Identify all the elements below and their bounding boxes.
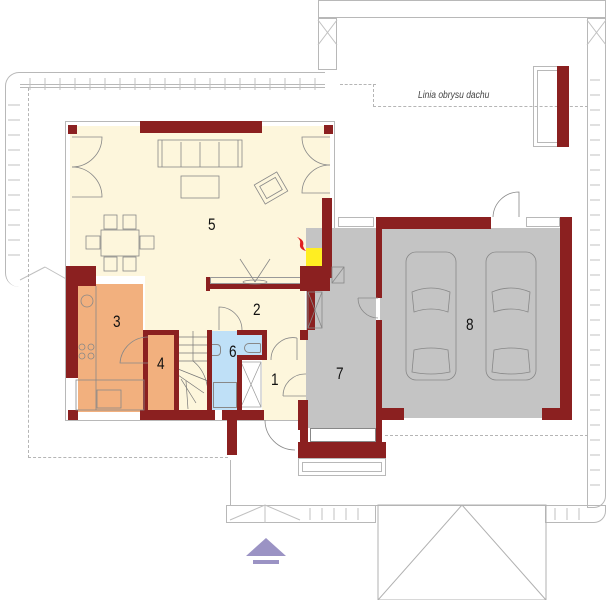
room-label-2: 2 [252, 300, 261, 319]
wall-garage-right [560, 217, 572, 419]
wall-entry-stub [227, 410, 237, 455]
room-4-floor [148, 334, 175, 412]
room-label-1: 1 [270, 370, 279, 389]
room-3-floor [78, 284, 143, 412]
wall-garage-divider-bottom [376, 320, 382, 450]
entrance-arrow-icon [246, 538, 286, 564]
room-label-3: 3 [112, 312, 121, 331]
wall-bath-top [237, 330, 267, 335]
stairs-icon [177, 331, 209, 410]
garage-window-right [526, 217, 560, 227]
entry-step [298, 458, 386, 476]
utility-counter [310, 428, 376, 442]
roof-outline-dashed-bottom-right [385, 435, 588, 438]
room-8-floor [380, 228, 560, 418]
fireplace [306, 248, 322, 266]
wall-left-kitchen [66, 266, 78, 378]
wall-kitchen-top [66, 266, 96, 286]
wall-tv-end [206, 277, 210, 291]
wall-garage-bottom-right [542, 408, 572, 420]
roof-outline-label: Linia obrysu dachu [418, 90, 490, 101]
wall-pantry-right [174, 330, 179, 412]
roof-outline-dashed-bottom [28, 457, 228, 460]
roof-outline-dashed-top [340, 84, 376, 87]
wall-bath-left [207, 330, 212, 412]
room-label-8: 8 [465, 315, 474, 334]
roof-eaves-outline-left [5, 72, 325, 287]
wall-util-bottom [298, 442, 386, 458]
wall-bath-mid [237, 355, 267, 360]
wall-util-left [307, 290, 315, 330]
entry-step-inner [302, 462, 382, 472]
wall-corner-tr [324, 125, 333, 134]
shower-tray [213, 382, 237, 408]
wall-bottom-mid [140, 410, 215, 420]
wall-garage-top [376, 217, 491, 229]
wall-garage-divider-top [376, 228, 382, 298]
room-label-7: 7 [335, 364, 344, 383]
room-6-floor-lower [211, 358, 238, 410]
flame-icon [297, 237, 306, 251]
wall-bath-right [262, 330, 267, 360]
wall-bottom-bath [222, 410, 264, 420]
wall-bath-inner [237, 355, 242, 412]
wall-east-lower [300, 330, 308, 340]
wall-east-upper [322, 198, 332, 278]
roof-eaves-inner-left [20, 84, 325, 88]
wall-corner-tl [68, 125, 77, 134]
chimney-wall [557, 66, 569, 147]
roof-outline-dashed-step [373, 84, 376, 107]
wall-pantry-left [143, 330, 148, 412]
toilet [244, 343, 261, 353]
wall-top-living [140, 121, 262, 133]
wall-pantry-top [143, 330, 178, 335]
wall-util-right-stub [300, 412, 308, 457]
room-label-4: 4 [156, 354, 165, 373]
roof-outline-dashed-left [28, 88, 31, 458]
room-label-6: 6 [228, 342, 237, 361]
garage-window-left [338, 217, 374, 227]
room-label-5: 5 [207, 215, 216, 234]
wall-garage-bottom-left [380, 408, 404, 420]
roof-outline-dashed-right [373, 106, 588, 109]
wall-bottom-left [68, 410, 78, 420]
